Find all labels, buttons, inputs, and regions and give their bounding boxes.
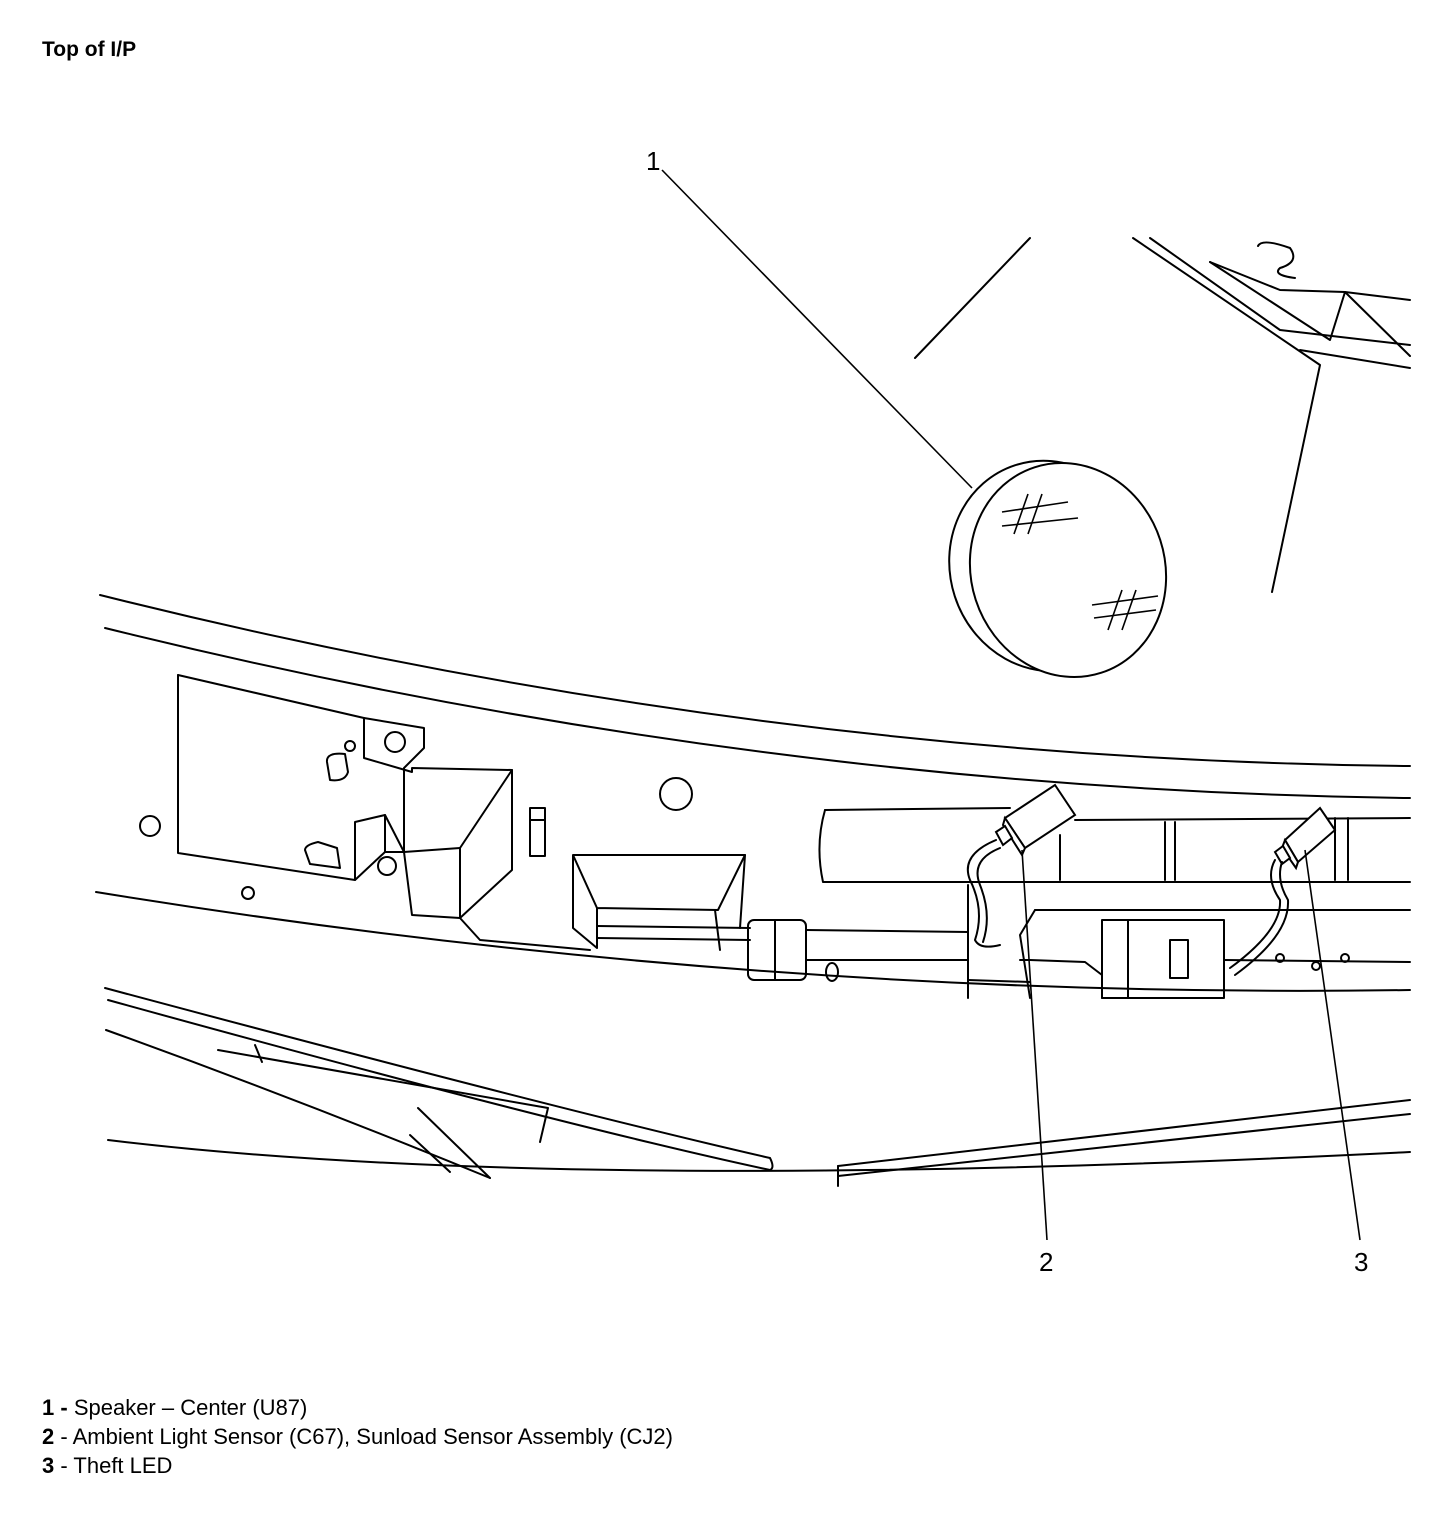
legend-item-2-separator: - <box>54 1424 73 1449</box>
defroster-duct-assembly <box>139 674 969 982</box>
callout-3-label: 3 <box>1354 1247 1368 1277</box>
legend-item-1: 1 - Speaker – Center (U87) <box>42 1393 673 1422</box>
legend: 1 - Speaker – Center (U87) 2 - Ambient L… <box>42 1393 673 1480</box>
legend-item-1-separator: - <box>54 1395 74 1420</box>
theft-led <box>1229 806 1337 976</box>
legend-item-2-number: 2 <box>42 1424 55 1449</box>
windshield-frame <box>914 237 1411 593</box>
callout-leaders <box>661 169 1361 1241</box>
diagram-title: Top of I/P <box>42 38 137 61</box>
legend-item-1-text: Speaker – Center (U87) <box>73 1395 308 1420</box>
legend-item-2: 2 - Ambient Light Sensor (C67), Sunload … <box>42 1422 673 1451</box>
sensor-mount-structure <box>818 807 1411 999</box>
legend-item-3-text: Theft LED <box>73 1453 173 1478</box>
legend-item-3: 3 - Theft LED <box>42 1451 673 1480</box>
callout-2-label: 2 <box>1039 1247 1053 1277</box>
legend-item-3-number: 3 <box>42 1453 55 1478</box>
dash-upper-edge <box>95 594 1411 992</box>
dash-lower-edge <box>104 987 1411 1187</box>
legend-item-1-number: 1 <box>42 1395 55 1420</box>
legend-item-3-separator: - <box>54 1453 74 1478</box>
center-speaker <box>948 459 1168 678</box>
legend-item-2-text: Ambient Light Sensor (C67), Sunload Sens… <box>72 1424 673 1449</box>
callout-1-label: 1 <box>646 146 660 176</box>
